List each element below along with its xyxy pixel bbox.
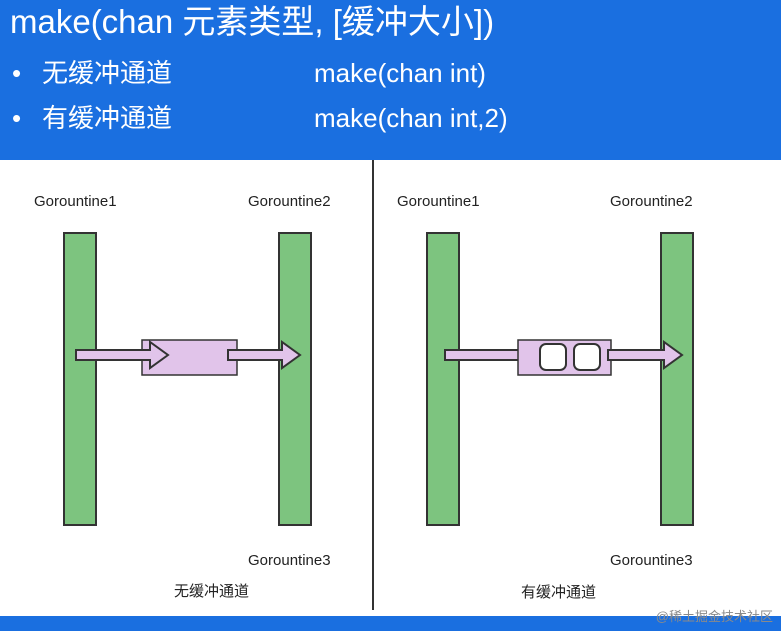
- page-title: make(chan 元素类型, [缓冲大小]): [10, 3, 495, 40]
- receive-arrow: [607, 340, 684, 370]
- goroutine1-label: Gorountine1: [397, 193, 480, 210]
- receive-arrow: [227, 340, 302, 370]
- panel-caption: 有缓冲通道: [521, 584, 596, 601]
- row-label: 有缓冲通道: [42, 103, 173, 133]
- row-code: make(chan int): [314, 58, 486, 88]
- bullet-icon: •: [12, 103, 22, 133]
- goroutine1-label: Gorountine1: [34, 193, 117, 210]
- bottom-bar: [0, 616, 781, 631]
- buffer-slot-2: [573, 343, 601, 371]
- row-code: make(chan int,2): [314, 103, 508, 133]
- goroutine2-bar: [278, 232, 312, 526]
- diagram-svg: Gorountine1 Gorountine2 Gorountine3 无缓冲通…: [34, 160, 694, 610]
- left-panel: Gorountine1 Gorountine2 Gorountine3 无缓冲通…: [34, 193, 331, 600]
- goroutine3-label: Gorountine3: [610, 552, 693, 569]
- goroutine2-bar: [660, 232, 694, 526]
- goroutine2-label: Gorountine2: [248, 193, 331, 210]
- goroutine3-label: Gorountine3: [248, 552, 331, 569]
- bullet-icon: •: [12, 58, 22, 88]
- goroutine2-label: Gorountine2: [610, 193, 693, 210]
- panel-caption: 无缓冲通道: [174, 583, 249, 600]
- right-panel: Gorountine1 Gorountine2 Gorountine3 有缓冲通…: [397, 193, 694, 601]
- header: make(chan 元素类型, [缓冲大小]) • 无缓冲通道 make(cha…: [0, 0, 781, 160]
- send-arrow: [75, 340, 170, 370]
- goroutine1-bar: [63, 232, 97, 526]
- buffer-slot-1: [539, 343, 567, 371]
- row-label: 无缓冲通道: [42, 58, 173, 88]
- goroutine1-bar: [426, 232, 460, 526]
- watermark: @稀土掘金技术社区: [655, 609, 773, 624]
- diagram-area: Gorountine1 Gorountine2 Gorountine3 无缓冲通…: [0, 160, 781, 616]
